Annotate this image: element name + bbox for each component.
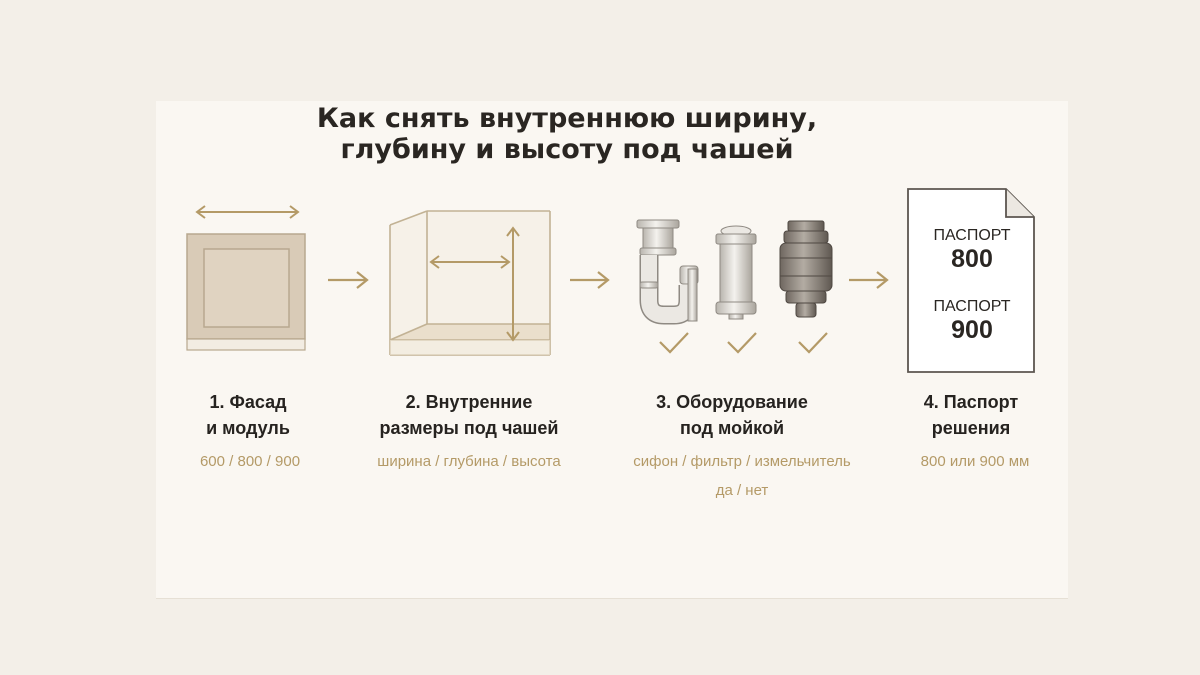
title-line-2: глубину и высоту под чашей	[340, 134, 794, 165]
step-1-title-line-1: 1. Фасад	[209, 392, 287, 412]
passport-value-1: 800	[951, 245, 993, 273]
step-3-title-line-2: под мойкой	[679, 418, 785, 438]
check-icon	[659, 332, 689, 354]
step-3-title: 3. Оборудование под мойкой	[612, 389, 852, 441]
step-2-subtitle-line-1: ширина / глубина / высота	[377, 453, 561, 470]
passport-block-1: ПАСПОРТ 800	[907, 227, 1037, 274]
step-2-title-line-2: размеры под чашей	[379, 418, 559, 438]
step-3-title-line-1: 3. Оборудование	[656, 392, 808, 412]
step-3-subtitle-line-1: сифон / фильтр / измельчитель	[633, 453, 851, 470]
filter-icon	[715, 225, 757, 320]
document-icon	[907, 188, 1035, 373]
cabinet-frame-icon	[389, 210, 551, 356]
title-line-1: Как снять внутреннюю ширину,	[316, 103, 818, 134]
step-2-subtitle: ширина / глубина / высота	[339, 447, 599, 476]
siphon-icon	[636, 219, 699, 325]
step-4-subtitle: 800 или 900 мм	[845, 447, 1105, 476]
passport-block-2: ПАСПОРТ 900	[907, 298, 1037, 345]
step-4-title: 4. Паспорт решения	[851, 389, 1091, 441]
step-4-title-line-2: решения	[931, 418, 1011, 438]
step-4-subtitle-line-1: 800 или 900 мм	[920, 453, 1030, 470]
step-1-title: 1. Фасад и модуль	[128, 389, 368, 441]
arrow-right-icon	[849, 271, 889, 289]
passport-label-2: ПАСПОРТ	[933, 298, 1011, 315]
step-1-subtitle-line-1: 600 / 800 / 900	[199, 453, 301, 470]
disposer-icon	[779, 220, 833, 318]
passport-label-1: ПАСПОРТ	[933, 227, 1011, 244]
arrow-right-icon	[570, 271, 610, 289]
step-1-subtitle: 600 / 800 / 900	[120, 447, 380, 476]
check-icon	[798, 332, 828, 354]
page-title: Как снять внутреннюю ширину, глубину и в…	[0, 103, 1134, 165]
passport-value-2: 900	[951, 316, 993, 344]
step-3-subtitle-line-2: да / нет	[715, 482, 769, 499]
step-1-title-line-2: и модуль	[206, 418, 290, 438]
step-2-title: 2. Внутренние размеры под чашей	[349, 389, 589, 441]
step-4-title-line-1: 4. Паспорт	[923, 392, 1019, 412]
facade-icon	[186, 205, 306, 351]
step-3-subtitle: сифон / фильтр / измельчитель да / нет	[610, 447, 874, 505]
arrow-right-icon	[328, 271, 369, 289]
check-icon	[727, 332, 757, 354]
step-2-title-line-1: 2. Внутренние	[405, 392, 533, 412]
